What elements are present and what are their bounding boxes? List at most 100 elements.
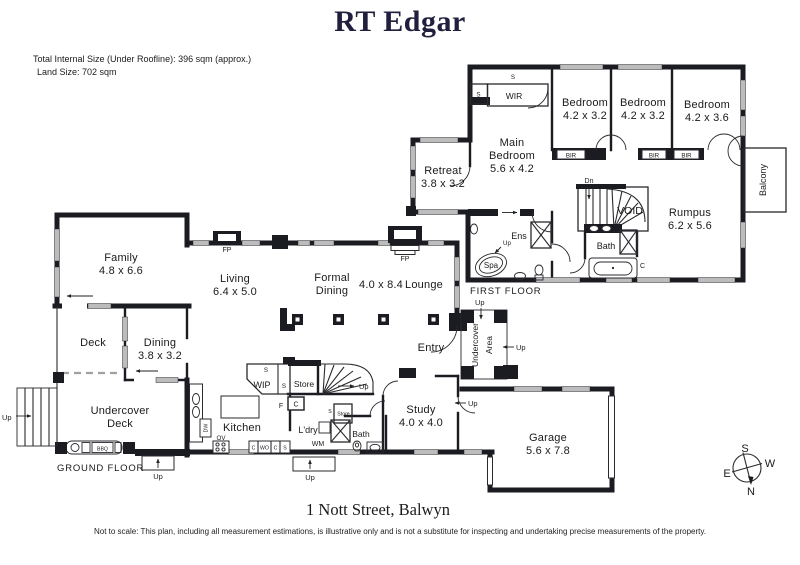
wo-label: WO xyxy=(260,446,269,452)
room-dims-retreat: 3.8 x 3.2 xyxy=(421,178,465,190)
room-label-bedroom2: Bedroom xyxy=(620,97,666,109)
up-label: Up xyxy=(503,240,511,247)
island-bench xyxy=(220,395,260,419)
c-label: C xyxy=(252,446,256,452)
dining-lounge-dims: 4.0 x 8.4 xyxy=(359,279,403,291)
compass-e: E xyxy=(723,468,730,480)
oven xyxy=(212,440,230,454)
brand-logo: RT Edgar xyxy=(334,5,466,38)
shower xyxy=(530,221,552,249)
room-dims-bedroom3: 4.2 x 3.6 xyxy=(685,112,729,124)
room-label-bedroom3: Bedroom xyxy=(684,99,730,111)
fireplace-lounge: FP xyxy=(388,226,422,263)
room-dims-rumpus: 6.2 x 5.6 xyxy=(668,220,712,232)
room-label-bedroom1: Bedroom xyxy=(562,97,608,109)
undercover-area: Undercover Area Up xyxy=(460,309,526,380)
undercover-area-label2: Area xyxy=(484,336,494,354)
room-label-retreat: Retreat xyxy=(424,165,461,177)
room-label-kitchen: Kitchen xyxy=(223,422,261,434)
room-label-dining: Dining xyxy=(144,337,176,349)
bir-label: BIR xyxy=(681,152,692,159)
void-label: VOID xyxy=(617,205,643,217)
s-label: S xyxy=(282,383,286,390)
fridge-label: F xyxy=(279,403,283,410)
room-dims-main-bedroom: 5.6 x 4.2 xyxy=(490,163,534,175)
compass: S W E N xyxy=(723,443,775,498)
sink xyxy=(192,393,200,405)
room-dims-bedroom1: 4.2 x 3.2 xyxy=(563,110,607,122)
trough xyxy=(318,421,331,434)
ldry-label: L'dry xyxy=(298,425,318,435)
header: RT Edgar Total Internal Size (Under Roof… xyxy=(33,5,466,77)
dw-label: DW xyxy=(204,424,210,433)
room-label-main-bedroom: Main xyxy=(500,137,525,149)
wir-label: WIR xyxy=(506,91,523,101)
room-label-main-bedroom2: Bedroom xyxy=(489,150,535,162)
room-dims-garage: 5.6 x 7.8 xyxy=(526,445,570,457)
fp-label: FP xyxy=(223,247,232,254)
footer: 1 Nott Street, Balwyn Not to scale: This… xyxy=(94,500,706,536)
room-label-formal-dining: Formal xyxy=(314,272,349,284)
address: 1 Nott Street, Balwyn xyxy=(306,500,450,519)
side-steps: Up xyxy=(2,387,58,447)
undercover-deck: BBQ Up xyxy=(55,440,190,481)
c-label: C xyxy=(293,402,298,409)
ground-bath: Bath xyxy=(330,400,386,454)
first-floor-title: FIRST FLOOR xyxy=(470,286,541,297)
room-label-garage: Garage xyxy=(529,432,567,444)
ground-floor-title: GROUND FLOOR xyxy=(57,463,144,474)
first-floor: BIR BIR BIR S S WIR xyxy=(406,64,787,320)
cupboard-label: C xyxy=(640,263,645,270)
compass-w: W xyxy=(765,458,776,470)
room-dims-study: 4.0 x 4.0 xyxy=(399,417,443,429)
spa-label: Spa xyxy=(484,261,499,270)
first-floor-windows xyxy=(410,64,746,283)
first-floor-labels: Bedroom 4.2 x 3.2 Bedroom 4.2 x 3.2 Bedr… xyxy=(421,97,730,320)
total-internal-size: Total Internal Size (Under Roofline): 39… xyxy=(33,54,251,64)
laundry: F C S Store L'dry WM xyxy=(279,396,353,448)
room-label-lounge: Lounge xyxy=(405,279,443,291)
room-dims-living: 6.4 x 5.0 xyxy=(213,286,257,298)
compass-n: N xyxy=(747,486,755,498)
first-floor-bath: Bath C xyxy=(588,229,645,279)
store-small-label: Store xyxy=(337,412,350,418)
disclaimer: Not to scale: This plan, including all m… xyxy=(94,527,706,536)
room-label-rumpus: Rumpus xyxy=(669,207,711,219)
pantry-store-stairs: S WIP S Store Up xyxy=(246,357,374,396)
toilet xyxy=(352,440,362,452)
ground-floor-labels: Family 4.8 x 6.6 Living 6.4 x 5.0 Formal… xyxy=(57,252,570,474)
ground-floor-windows xyxy=(54,228,615,486)
up-label: Up xyxy=(359,382,369,391)
dn-label: Dn xyxy=(585,178,594,185)
side-door xyxy=(487,456,493,486)
kitchen: DW OV C WO C S Kitchen xyxy=(189,383,291,454)
up-label: Up xyxy=(305,473,315,482)
entry-study-doors: Up xyxy=(382,325,478,414)
basin xyxy=(514,272,526,280)
c-label: C xyxy=(274,446,278,452)
up-label: Up xyxy=(468,399,478,408)
up-label: Up xyxy=(475,298,485,307)
wm-label: WM xyxy=(312,441,325,448)
built-in-robes: BIR BIR BIR xyxy=(552,148,704,160)
room-label-formal-dining2: Dining xyxy=(316,285,348,297)
ground-floor: FP FP BBQ Up xyxy=(2,212,615,493)
land-size: Land Size: 702 sqm xyxy=(37,67,117,77)
porch-step: Up xyxy=(292,456,336,482)
s-label: S xyxy=(328,409,332,415)
undercover-area-label: Undercover xyxy=(470,323,480,367)
room-label-entry: Entry xyxy=(418,342,445,354)
compass-s: S xyxy=(741,443,748,455)
room-label-undercover-deck: Undercover xyxy=(91,405,150,417)
up-label: Up xyxy=(2,413,12,422)
balcony-label: Balcony xyxy=(758,163,768,196)
first-floor-doors xyxy=(449,87,744,274)
dishwasher xyxy=(199,418,212,438)
s-label: S xyxy=(264,367,268,374)
bir-label: BIR xyxy=(566,152,577,159)
ov-label: OV xyxy=(217,435,227,442)
basin xyxy=(369,443,381,452)
room-label-family: Family xyxy=(104,252,138,264)
toilet xyxy=(534,264,544,276)
